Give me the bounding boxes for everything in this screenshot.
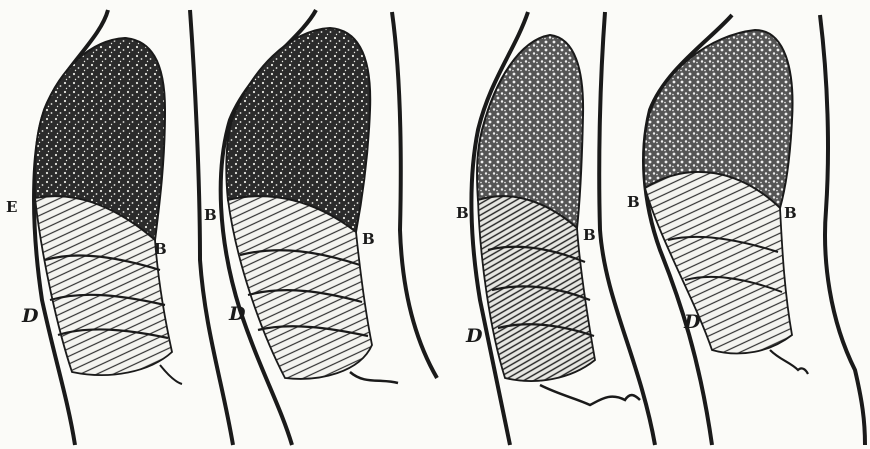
- panel-3-inner-wall: [599, 12, 655, 445]
- panel-4-label-right: B: [784, 204, 797, 222]
- panel-4-label-d: D: [683, 311, 701, 333]
- panel-1: E B D: [6, 10, 233, 445]
- panel-3-label-right: B: [583, 226, 596, 244]
- panel-3-label-left: B: [456, 204, 469, 222]
- panel-3-tail: [540, 385, 640, 405]
- panel-3-label-d: D: [465, 325, 483, 347]
- panel-4-tail: [770, 350, 808, 374]
- panel-2-label-left: B: [204, 206, 217, 224]
- panel-1-label-d: D: [21, 305, 39, 327]
- panel-1-inner-wall: [190, 10, 233, 445]
- panel-2: B B D: [204, 10, 437, 445]
- panel-2-inner-wall: [392, 12, 437, 378]
- panel-2-label-right: B: [362, 230, 375, 248]
- panel-2-tail: [350, 372, 398, 383]
- panel-1-label-left: E: [6, 198, 17, 216]
- panel-4: B B D: [627, 15, 865, 445]
- panel-4-label-left: B: [627, 193, 640, 211]
- panel-1-tail: [160, 365, 182, 384]
- panel-3: B B D: [456, 12, 655, 445]
- panel-4-inner-wall: [820, 15, 865, 445]
- panel-2-label-d: D: [228, 303, 246, 325]
- panel-1-label-right: B: [154, 240, 167, 258]
